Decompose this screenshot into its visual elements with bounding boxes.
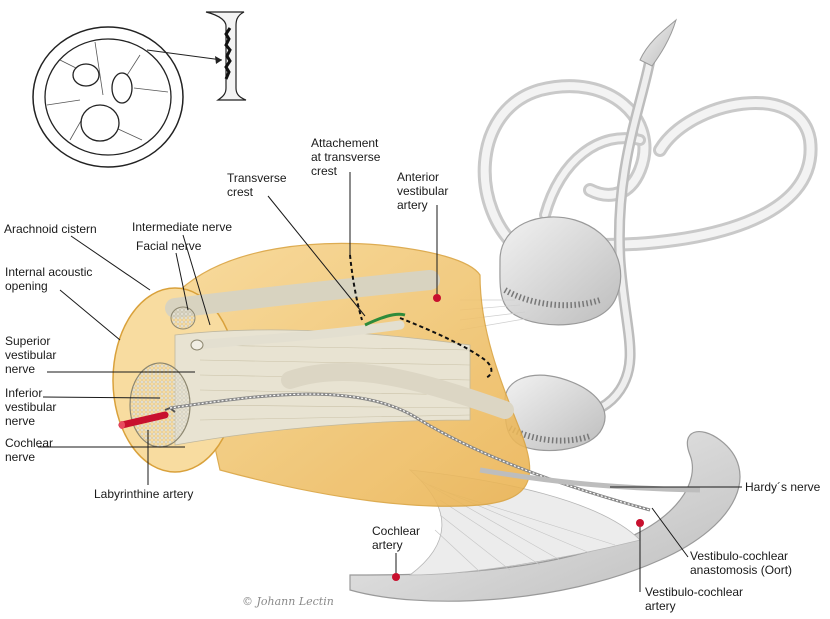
label-labyrinthine-artery: Labyrinthine artery	[94, 487, 193, 501]
label-internal-acoustic-opening: Internal acoustic opening	[5, 265, 96, 293]
label-anterior-vestibular-artery: Anterior vestibular artery	[397, 170, 452, 212]
label-attachement-transverse-crest: Attachement at transverse crest	[311, 136, 384, 178]
label-cochlear-nerve: Cochlear nerve	[5, 436, 56, 464]
vestibulo-cochlear-artery-dot	[636, 519, 644, 527]
label-hardys-nerve: Hardy´s nerve	[745, 480, 821, 494]
label-intermediate-nerve: Intermediate nerve	[132, 220, 232, 234]
profile-inset	[206, 12, 246, 100]
artist-signature: © Johann Lectin	[242, 595, 334, 608]
label-vestibulo-cochlear-artery: Vestibulo-cochlear artery	[645, 585, 746, 613]
label-inferior-vestibular-nerve: Inferior vestibular nerve	[5, 386, 60, 428]
anterior-vestibular-artery-dot	[433, 294, 441, 302]
label-facial-nerve: Facial nerve	[136, 239, 202, 253]
label-transverse-crest: Transverse crest	[227, 171, 290, 199]
label-vestibulo-cochlear-anastomosis: Vestibulo-cochlear anastomosis (Oort)	[690, 549, 792, 577]
label-superior-vestibular-nerve: Superior vestibular nerve	[5, 334, 60, 376]
cochlear-artery-dot	[392, 573, 400, 581]
cross-section-inset	[33, 27, 222, 167]
label-arachnoid-cistern: Arachnoid cistern	[4, 222, 97, 236]
label-cochlear-artery: Cochlear artery	[372, 524, 423, 552]
